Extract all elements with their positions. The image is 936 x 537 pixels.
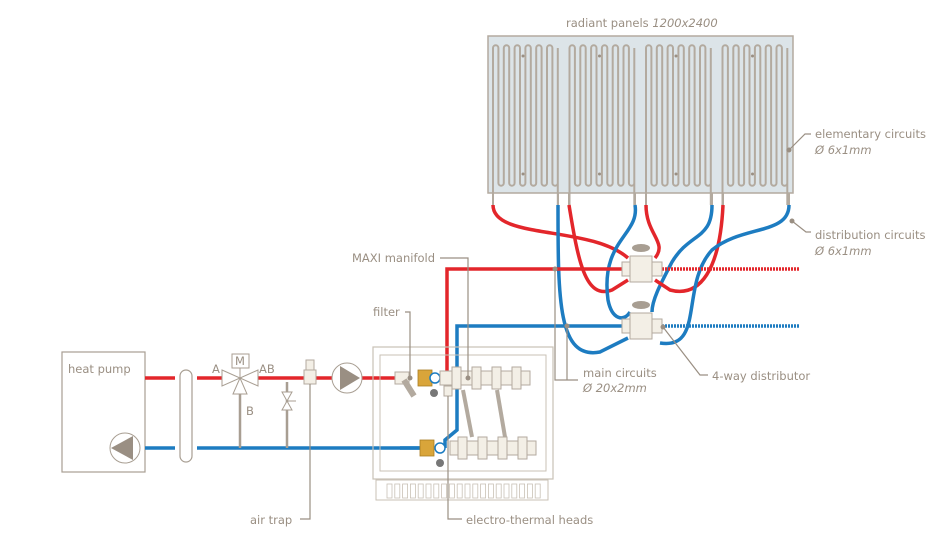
return-manifold <box>400 436 537 467</box>
bypass-valve-icon <box>281 391 296 411</box>
manifold-cabinet <box>372 346 554 501</box>
hydraulic-separator <box>179 369 193 463</box>
main-circuits-size: Ø 20x2mm <box>582 381 647 395</box>
distribution-circuits-label: distribution circuits <box>815 228 926 242</box>
panel-tails <box>492 193 790 207</box>
circulator-pump-icon <box>331 362 363 394</box>
air-trap-label: air trap <box>250 513 292 527</box>
electro-thermal-heads-label: electro-thermal heads <box>466 513 593 527</box>
distribution-circuits <box>491 204 791 355</box>
supply-manifold <box>394 366 531 398</box>
electro-thermal-heads <box>443 385 507 438</box>
maxi-manifold-label: MAXI manifold <box>352 251 435 265</box>
heat-pump-label: heat pump <box>68 362 131 376</box>
elementary-circuit <box>645 44 712 205</box>
elementary-circuit <box>568 44 636 205</box>
filter-label: filter <box>373 305 400 319</box>
elementary-circuits-size: Ø 6x1mm <box>814 143 872 157</box>
four-way-distributor-label: 4-way distributor <box>712 369 810 383</box>
valve-motor-label: M <box>235 354 245 368</box>
elementary-circuits-label: elementary circuits <box>815 127 926 141</box>
radiant-panels-label: radiant panels 1200x2400 <box>566 16 718 30</box>
air-trap-icon <box>303 359 317 385</box>
radiant-panels <box>487 35 794 205</box>
heat-pump-circulator-icon <box>109 432 141 464</box>
elementary-circuit <box>721 44 789 205</box>
main-circuits <box>443 267 800 448</box>
distribution-circuits-size: Ø 6x1mm <box>814 244 872 258</box>
four-way-distributor-upper <box>621 244 663 283</box>
port-ab-label: AB <box>259 362 275 376</box>
three-way-valve-icon <box>221 353 259 395</box>
elementary-circuit <box>492 44 559 205</box>
main-circuits-label: main circuits <box>583 366 657 380</box>
port-b-label: B <box>246 404 254 418</box>
four-way-distributor-lower <box>621 301 663 340</box>
port-a-label: A <box>212 362 220 376</box>
